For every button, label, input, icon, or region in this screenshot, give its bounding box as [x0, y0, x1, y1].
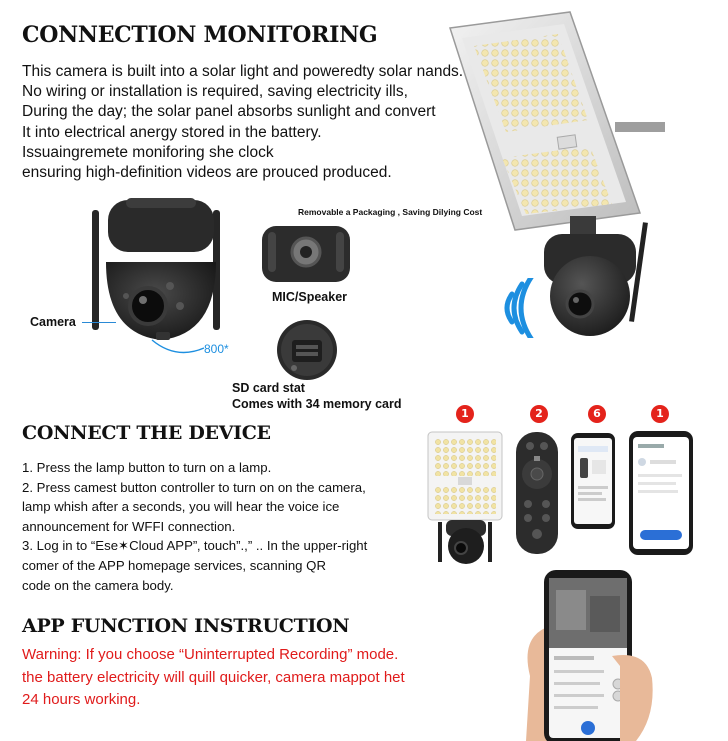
- connection-line: ensuring high-definition videos are prou…: [22, 164, 392, 182]
- step-line: announcement for WFFI connection.: [22, 518, 236, 534]
- camera-pointer-line: [82, 322, 116, 323]
- sd-card-slot-image: [277, 320, 337, 380]
- rotation-arc-icon: [151, 339, 205, 354]
- warning-line: 24 hours working.: [22, 691, 141, 708]
- step-badge-3: 6: [588, 405, 606, 423]
- step-line: code on the camera body.: [22, 577, 174, 593]
- connect-steps: 1. Press the lamp button to turn on a la…: [22, 458, 367, 595]
- step-line: lamp whish after a seconds, you will hea…: [22, 499, 340, 515]
- warning-line: the battery electricity will quill quick…: [22, 668, 405, 686]
- step-line: comer of the APP homepage services, scan…: [22, 557, 326, 573]
- connection-title: CONNECTION MONITORING: [22, 22, 378, 48]
- step-badge-2: 2: [530, 405, 548, 423]
- sd-card-label-1: SD card stat: [232, 381, 305, 395]
- step-badge-1: 1: [456, 405, 474, 423]
- solar-lamp-image: [427, 431, 503, 564]
- connection-line: During the day; the solar panel absorbs …: [22, 103, 436, 121]
- warning-line: Warning: If you choose “Uninterrupted Re…: [22, 646, 399, 663]
- app-warning: Warning: If you choose “Uninterrupted Re…: [22, 644, 405, 712]
- wifi-signal-icon: [504, 278, 534, 338]
- camera-label: Camera: [30, 315, 76, 329]
- connection-line: It into electrical anergy stored in the …: [22, 123, 322, 141]
- step-line: 1. Press the lamp button to turn on a la…: [22, 460, 272, 475]
- removable-caption: Removable a Packaging , Saving Dilying C…: [298, 207, 483, 217]
- phone-app-scan-image: [629, 431, 693, 555]
- step-badge-4: 1: [651, 405, 669, 423]
- step-line: 2. Press camest button controller to tur…: [22, 479, 366, 495]
- mic-speaker-image: [256, 218, 356, 284]
- connection-paragraph: This camera is built into a solar light …: [22, 62, 463, 183]
- rotation-label: 800*: [204, 342, 229, 356]
- connection-line: No wiring or installation is required, s…: [22, 83, 408, 101]
- phone-app-devices-image: [571, 433, 615, 529]
- camera-front-image: [92, 198, 220, 340]
- connection-line: Issuaingremete moniforing she clock: [22, 143, 274, 161]
- connection-line: This camera is built into a solar light …: [22, 63, 464, 80]
- phone-in-hand-image: [526, 570, 653, 741]
- remote-control-image: [516, 432, 558, 554]
- app-title: APP FUNCTION INSTRUCTION: [22, 615, 350, 637]
- solar-light-camera-image: [449, 11, 665, 336]
- step-line: 3. Log in to “Ese✶Cloud APP”‚ touch”.,” …: [22, 538, 368, 554]
- connect-title: CONNECT THE DEVICE: [22, 422, 271, 444]
- mic-speaker-label: MIC/Speaker: [272, 290, 348, 304]
- sd-card-label-2: Comes with 34 memory card: [232, 397, 402, 411]
